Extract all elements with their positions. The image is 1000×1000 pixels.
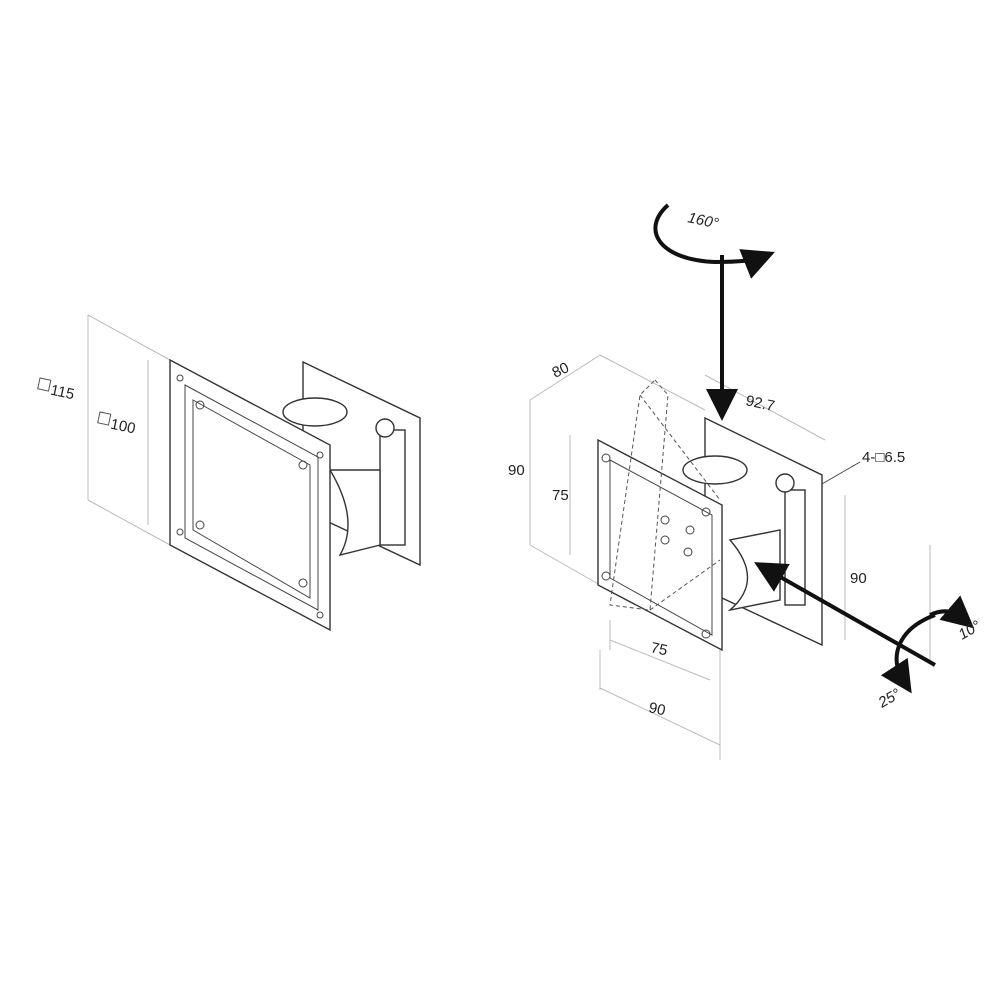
square-symbol-icon — [37, 377, 52, 392]
left-back-plate — [282, 360, 421, 567]
label-115: 115 — [37, 377, 76, 404]
label-100: 100 — [97, 411, 137, 438]
label-160: 160° — [686, 209, 720, 232]
label-80: 80 — [550, 359, 572, 381]
label-92-7: 92.7 — [744, 392, 776, 415]
right-dimension-lines — [529, 354, 931, 760]
right-mount: 160° 80 92.7 4-□6.5 90 75 90 75 90 10° 2… — [508, 203, 984, 760]
horizontal-arrow — [754, 562, 936, 667]
swivel-arrow — [653, 203, 775, 279]
label-90-bottom: 90 — [647, 699, 667, 719]
label-25: 25° — [875, 685, 904, 712]
label-holes: 4-□6.5 — [862, 449, 905, 466]
left-dimension-lines — [87, 314, 171, 546]
label-75-bottom: 75 — [649, 639, 669, 659]
label-75-left: 75 — [552, 487, 569, 504]
right-front-plate — [597, 438, 723, 652]
square-symbol-icon — [97, 411, 112, 426]
tilt-down-arrow — [880, 613, 936, 694]
dim-100: 100 — [109, 416, 137, 438]
motion-arrows — [653, 203, 975, 694]
label-10: 10° — [956, 617, 984, 643]
dim-115: 115 — [49, 382, 76, 404]
label-90-right: 90 — [850, 570, 867, 587]
tilted-plate-outline — [609, 379, 721, 611]
label-90-left: 90 — [508, 462, 525, 479]
left-front-plate — [169, 358, 331, 632]
left-mount: 115 100 — [37, 314, 421, 632]
